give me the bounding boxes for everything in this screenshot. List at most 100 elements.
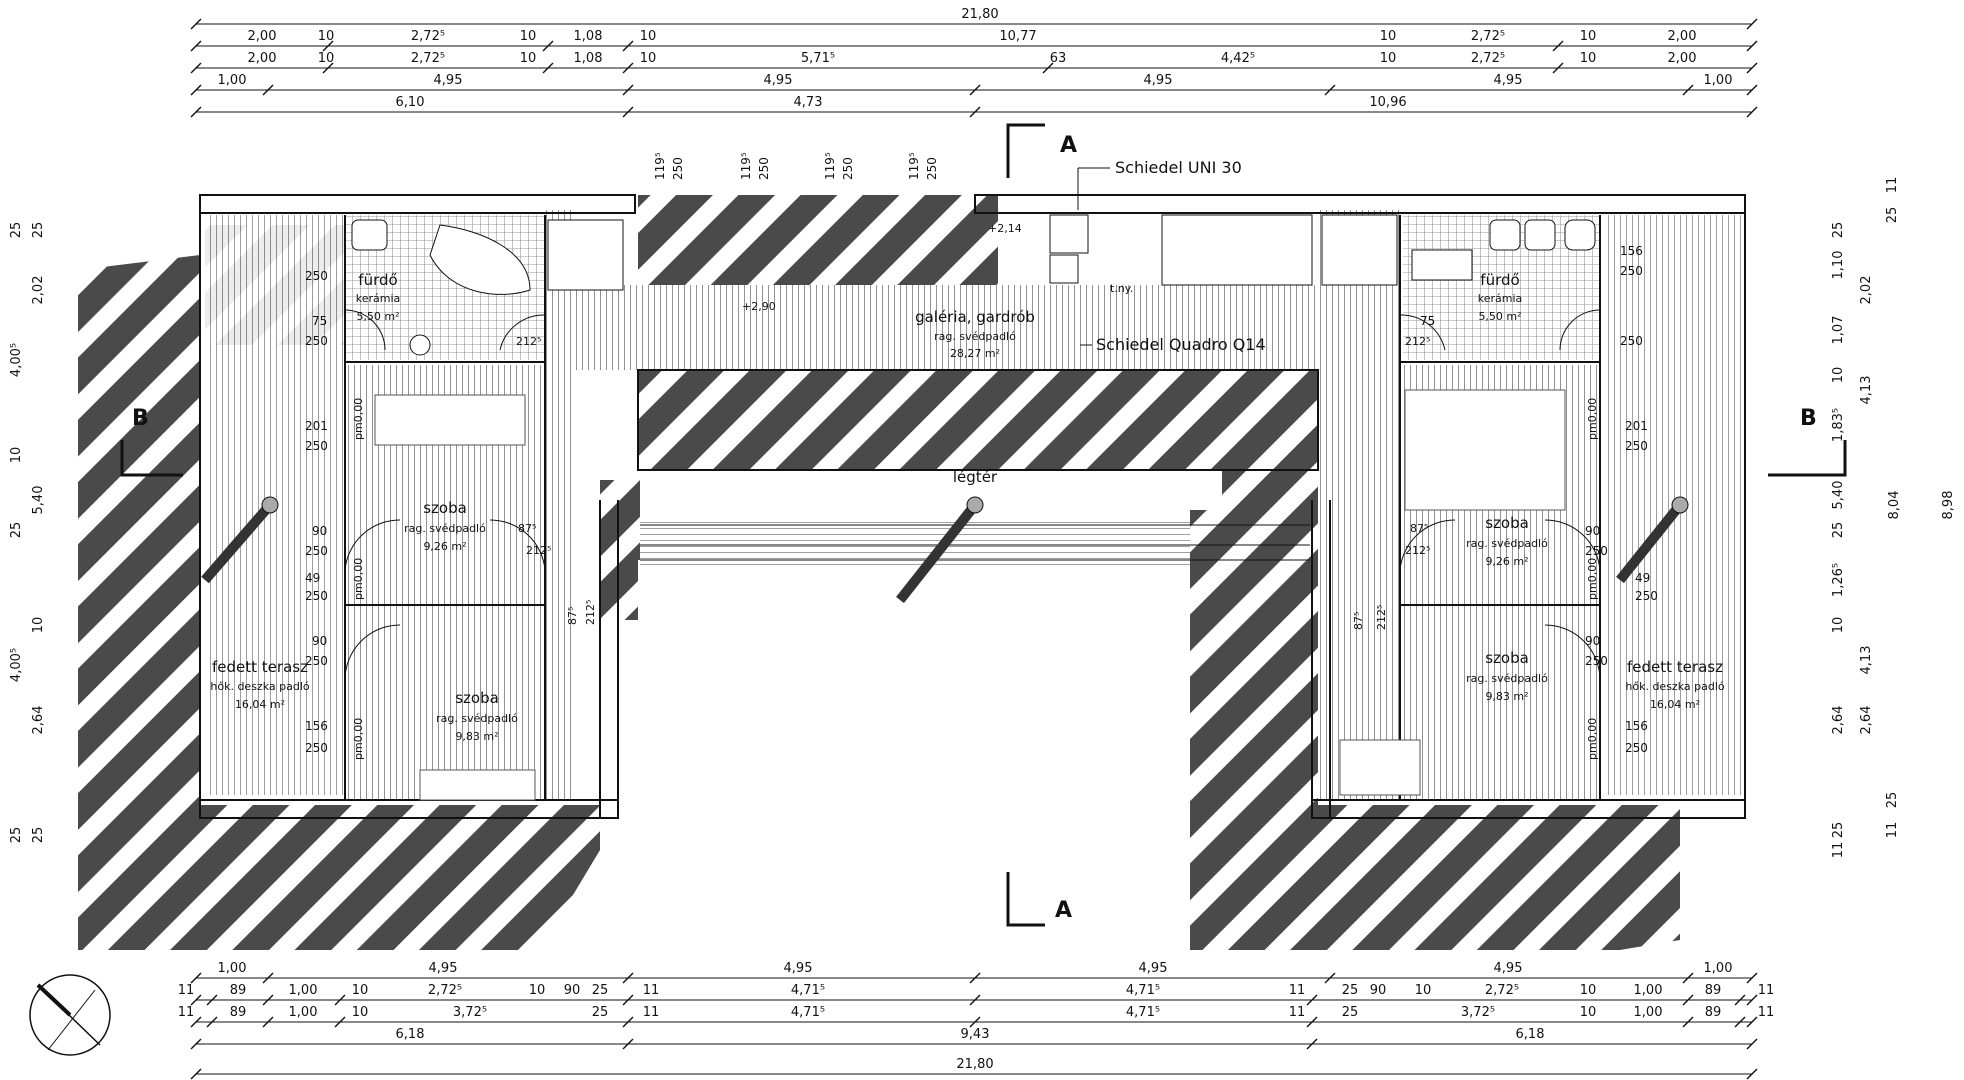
dim-bot-r1: 2,72⁵ [428,983,462,998]
dim-bot-r1: 2,72⁵ [1485,983,1519,998]
dim-bot-r1: 10 [529,983,546,998]
dim-bot-r2: 11 [643,1005,660,1020]
dim-bot-r1: 25 [1342,983,1359,998]
dim-left-c1: 25 [9,222,24,239]
chimney-quadro-label: Schiedel Quadro Q14 [1096,335,1266,354]
room-area: 9,26 m² [423,540,466,553]
parapet-mark: pm0,00 [352,398,365,440]
dim-right-c1: 25 [1831,822,1846,839]
parapet-mark: pm0,00 [1586,558,1599,600]
room-name: fürdő [1480,271,1519,289]
dim-top-r1: 10 [640,29,657,44]
door-marks: 212⁵ 87⁵ 212⁵ 212⁵ 87⁵ 212⁵ 87⁵ 212⁵ 87⁵… [516,335,1430,630]
room-floor: rag. svédpadló [934,330,1016,343]
dim-lines-bottom [190,972,1758,1080]
dim-top-r4: 6,10 [396,95,425,110]
dim-bot-r2: 10 [1580,1005,1597,1020]
dim-bot-r2: 10 [352,1005,369,1020]
section-b-right: B [1800,406,1817,431]
parapet-marks: pm0,00 pm0,00 pm0,00 pm0,00 pm0,00 pm0,0… [352,398,1599,760]
dim-bot-r2: 1,00 [1634,1005,1663,1020]
dim-bot-r2: 3,72⁵ [1461,1005,1495,1020]
dim-top-r2: 5,71⁵ [801,51,835,66]
window-mark: 49 [1635,571,1650,585]
room-name: szoba [1485,514,1529,532]
dim-bot-r3: 6,18 [396,1027,425,1042]
parapet-mark: pm0,00 [1586,398,1599,440]
north-arrow-icon [29,974,111,1056]
room-floor: kerámia [1478,292,1523,305]
roof-hatch-right [1190,805,1680,950]
room-name: fedett terasz [1627,658,1723,676]
room-area: 9,83 m² [1485,690,1528,703]
window-mark: 250 [305,544,328,558]
dim-left-c2: 2,02 [31,276,46,305]
dim-top-r2: 10 [1380,51,1397,66]
room-floor: hők. deszka padló [210,680,309,693]
dim-bot-r2: 3,72⁵ [453,1005,487,1020]
section-a-top: A [1060,133,1077,158]
dim-top-r1: 10 [1580,29,1597,44]
room-area: 9,26 m² [1485,555,1528,568]
dim-top-r2: 63 [1050,51,1067,66]
window-mark: 90 [1585,524,1600,538]
tny-label: t.ny. [1110,282,1133,295]
dim-bot-r2: 25 [592,1005,609,1020]
door-mark: 87⁵ [1410,522,1428,535]
room-name: szoba [1485,649,1529,667]
posts [201,496,1689,604]
window-mark: 201 [1625,419,1648,433]
room-name: galéria, gardrób [915,308,1035,326]
window-mark: 119⁵ [739,152,753,180]
dim-bot-r2: 11 [1758,1005,1775,1020]
dim-right-c1: 10 [1831,367,1846,384]
dim-bot-r0: 1,00 [218,961,247,976]
window-marks-right: 156 250 75 250 201 250 90 250 49 250 90 … [1420,244,1658,755]
dim-right-c2: 2,64 [1859,706,1874,735]
dim-right-c1: 2,64 [1831,706,1846,735]
dim-left-c1: 25 [9,522,24,539]
dim-bot-r1: 10 [1580,983,1597,998]
door-mark: 212⁵ [526,544,551,557]
dim-right-c1: 1,10 [1831,251,1846,280]
dim-top-r2: 2,72⁵ [411,51,445,66]
window-mark: 250 [1585,544,1608,558]
window-mark: 49 [305,571,320,585]
dim-right-c1: 25 [1831,522,1846,539]
dim-top-r2: 10 [1580,51,1597,66]
dim-top-r1: 10 [520,29,537,44]
room-area: 5,50 m² [356,310,399,323]
dim-right-c2: 25 [1885,207,1900,224]
walls [199,194,1746,819]
window-mark: 156 [1620,244,1643,258]
dim-bot-r1: 90 [1370,983,1387,998]
window-marks-left: 250 75 250 201 250 90 250 49 250 90 250 … [305,269,328,755]
dim-bot-r2: 11 [178,1005,195,1020]
roof-hatch-left [78,255,600,950]
dim-bot-r1: 1,00 [1634,983,1663,998]
section-a-bottom: A [1055,898,1072,923]
dim-top-r2: 2,72⁵ [1471,51,1505,66]
window-mark: 250 [1625,439,1648,453]
dim-top-r2: 4,42⁵ [1221,51,1255,66]
section-b-left: B [132,406,149,431]
dim-lines-top [190,18,1758,118]
window-mark: 250 [1620,264,1643,278]
room-floor: kerámia [356,292,401,305]
dim-left-c2: 25 [31,827,46,844]
dim-right-c2: 8,04 [1887,491,1902,520]
dim-right-c1: 5,40 [1831,481,1846,510]
window-mark: 75 [312,314,327,328]
window-mark: 250 [1620,334,1643,348]
dim-bot-r2: 25 [1342,1005,1359,1020]
dim-top-r3: 4,95 [764,73,793,88]
dim-bot-r1: 11 [643,983,660,998]
dim-bot-r0: 1,00 [1704,961,1733,976]
dim-left-c2: 2,64 [31,706,46,735]
dimensions-left: 25 4,00⁵ 10 25 4,00⁵ 25 25 2,02 5,40 10 … [9,222,46,844]
room-floor: rag. svédpadló [1466,537,1548,550]
dim-bot-r3: 6,18 [1516,1027,1545,1042]
dimensions-top: 21,80 2,00 10 2,72⁵ 10 1,08 10 10,77 10 … [218,7,1733,110]
dim-left-c1: 4,00⁵ [9,343,24,377]
